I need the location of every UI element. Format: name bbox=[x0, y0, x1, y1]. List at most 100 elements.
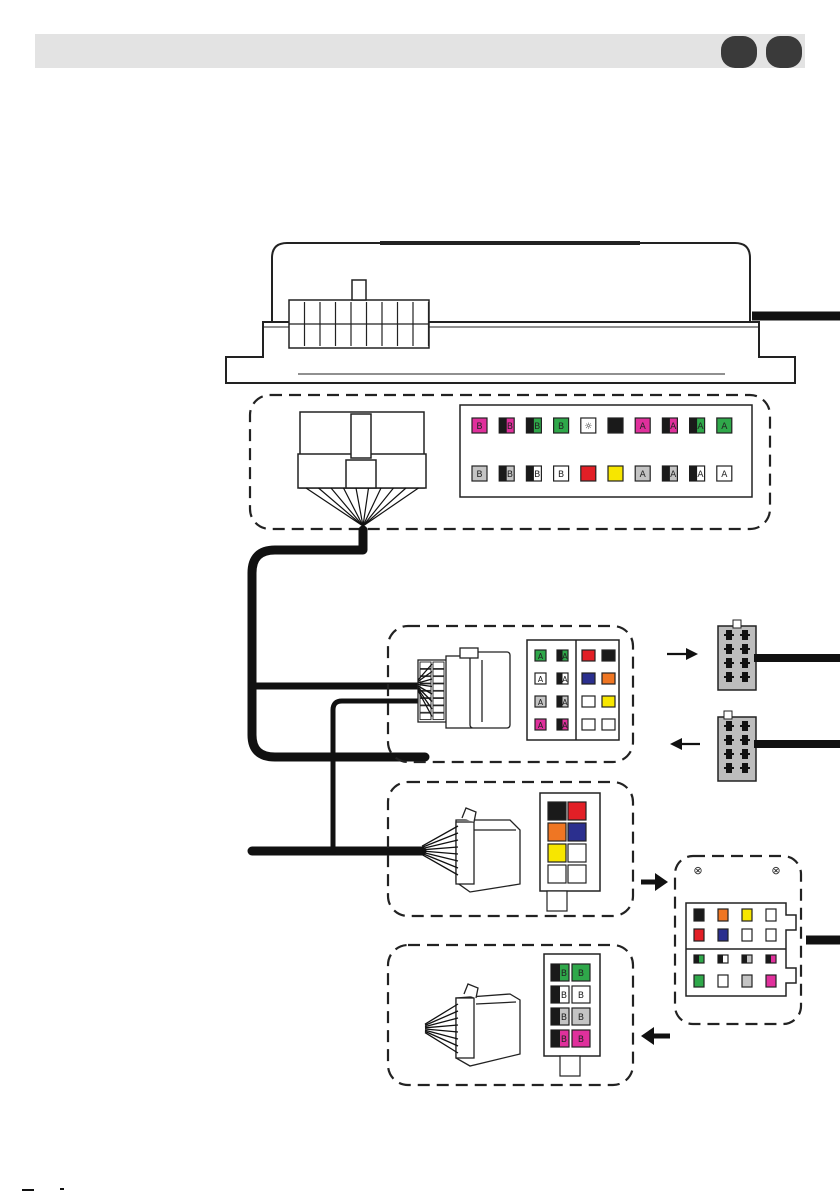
power-plug-wires bbox=[422, 826, 458, 875]
power-pin-8 bbox=[568, 865, 586, 883]
arrow-left-1 bbox=[670, 738, 700, 750]
vehicle-small-connector-top bbox=[718, 620, 840, 690]
iso-left-pin-8-label: A bbox=[562, 721, 568, 730]
iso-left-pin-8: A bbox=[557, 719, 568, 730]
vehicle-iso-pin-r4c2 bbox=[718, 975, 728, 987]
iso-left-pin-2-label: A bbox=[562, 652, 568, 661]
speaker-pin-6-label: B bbox=[578, 1013, 584, 1023]
arrow-right-2 bbox=[641, 873, 668, 891]
vehicle-iso-pin-r3c4 bbox=[766, 955, 776, 963]
main-pin-top-10-label: A bbox=[721, 422, 728, 432]
iso-left-pin-7-label: A bbox=[538, 721, 544, 730]
main-pin-top-7-label: A bbox=[640, 422, 647, 432]
main-pin-top-4: B bbox=[554, 418, 569, 433]
speaker-pin-4: B bbox=[572, 986, 590, 1003]
main-pin-bottom-8-label: A bbox=[670, 470, 677, 480]
main-pin-top-8: A bbox=[662, 418, 677, 433]
header-bar bbox=[35, 34, 805, 68]
main-pin-bottom-8: A bbox=[662, 466, 677, 481]
speaker-pin-5-label: B bbox=[561, 1013, 567, 1023]
iso-right-pin-2 bbox=[602, 650, 615, 661]
main-pin-bottom-7: A bbox=[635, 466, 650, 481]
iso-right-pin-4 bbox=[602, 673, 615, 684]
speaker-plug-body bbox=[456, 984, 520, 1066]
main-pin-top-3: B bbox=[526, 418, 541, 433]
vehicle-iso-pin-r2c4 bbox=[766, 929, 776, 941]
iso-right-pin-6 bbox=[602, 696, 615, 707]
main-pin-top-2: B bbox=[499, 418, 514, 433]
main-pin-bottom-10-label: A bbox=[721, 470, 728, 480]
power-pin-2 bbox=[568, 802, 586, 820]
speaker-pin-2-label: B bbox=[578, 969, 584, 979]
main-pin-top-4-label: B bbox=[558, 422, 564, 432]
main-pin-top-5-label: ☼ bbox=[584, 422, 592, 432]
main-pin-top-9-label: A bbox=[697, 422, 704, 432]
power-pin-6 bbox=[568, 844, 586, 862]
vehicle-iso-pin-r1c2 bbox=[718, 909, 728, 921]
vehicle-iso-pin-r2c1 bbox=[694, 929, 704, 941]
vehicle-iso-pin-r1c3 bbox=[742, 909, 752, 921]
iso-left-pin-4: A bbox=[557, 673, 568, 684]
main-pin-bottom-7-label: A bbox=[640, 470, 647, 480]
main-pin-bottom-3: B bbox=[526, 466, 541, 481]
vehicle-iso-pin-r2c2 bbox=[718, 929, 728, 941]
speaker-pin-5: B bbox=[551, 1008, 569, 1025]
speaker-pin-1: B bbox=[551, 964, 569, 981]
iso-right-pin-3 bbox=[582, 673, 595, 684]
main-plug-wires bbox=[306, 488, 419, 526]
speaker-pin-1-label: B bbox=[561, 969, 567, 979]
vehicle-iso-pin-r1c1 bbox=[694, 909, 704, 921]
vehicle-iso-pin-r3c1 bbox=[694, 955, 704, 963]
iso-left-pin-5: A bbox=[535, 696, 546, 707]
vehicle-iso-pin-r4c3 bbox=[742, 975, 752, 987]
main-pin-bottom-1-label: B bbox=[476, 470, 482, 480]
vehicle-iso-pin-r3c2 bbox=[718, 955, 728, 963]
speaker-pin-3-label: B bbox=[561, 991, 567, 1001]
iso-left-pin-7: A bbox=[535, 719, 546, 730]
power-pin-1 bbox=[548, 802, 566, 820]
header-dot-right bbox=[766, 36, 802, 68]
iso-left-pin-1: A bbox=[535, 650, 546, 661]
vehicle-iso-pin-r4c4 bbox=[766, 975, 776, 987]
main-pin-bottom-3-label: B bbox=[534, 470, 540, 480]
main-pin-bottom-2-label: B bbox=[507, 470, 513, 480]
speaker-pin-8-label: B bbox=[578, 1035, 584, 1045]
main-pin-top-1: B bbox=[472, 418, 487, 433]
main-pin-bottom-10: A bbox=[717, 466, 732, 481]
main-pin-bottom-4: B bbox=[554, 466, 569, 481]
iso-left-pin-4-label: A bbox=[562, 675, 568, 684]
vehicle-iso-pin-r4c1 bbox=[694, 975, 704, 987]
main-pin-top-3-label: B bbox=[534, 422, 540, 432]
vehicle-iso-pin-r1c4 bbox=[766, 909, 776, 921]
main-pin-top-7: A bbox=[635, 418, 650, 433]
main-pin-top-10: A bbox=[717, 418, 732, 433]
main-pin-top-6 bbox=[608, 418, 623, 433]
iso-right-pin-7 bbox=[582, 719, 595, 730]
main-pin-top-1-label: B bbox=[476, 422, 482, 432]
power-plug-body bbox=[456, 808, 520, 892]
speaker-pin-4-label: B bbox=[578, 991, 584, 1001]
iso-right-pin-5 bbox=[582, 696, 595, 707]
iso-left-pin-3: A bbox=[535, 673, 546, 684]
main-pin-bottom-1: B bbox=[472, 466, 487, 481]
main-pin-top-5: ☼ bbox=[581, 418, 596, 433]
speaker-pin-7: B bbox=[551, 1030, 569, 1047]
speaker-pin-2: B bbox=[572, 964, 590, 981]
header-dot-left bbox=[721, 36, 757, 68]
vehicle-small-connector-bottom bbox=[718, 711, 840, 781]
main-pin-bottom-9-label: A bbox=[697, 470, 704, 480]
main-pin-bottom-5 bbox=[581, 466, 596, 481]
iso-left-pin-6-label: A bbox=[562, 698, 568, 707]
iso-left-pin-1-label: A bbox=[538, 652, 544, 661]
iso-left-pin-5-label: A bbox=[538, 698, 544, 707]
iso-left-pin-2: A bbox=[557, 650, 568, 661]
speaker-pin-7-label: B bbox=[561, 1035, 567, 1045]
iso-left-pin-6: A bbox=[557, 696, 568, 707]
power-pin-3 bbox=[548, 823, 566, 841]
harness-cables bbox=[252, 530, 425, 851]
arrow-left-2 bbox=[641, 1027, 670, 1045]
vehicle-iso-pin-r2c3 bbox=[742, 929, 752, 941]
main-pin-bottom-6 bbox=[608, 466, 623, 481]
iso-left-pin-3-label: A bbox=[538, 675, 544, 684]
iso-right-pin-1 bbox=[582, 650, 595, 661]
